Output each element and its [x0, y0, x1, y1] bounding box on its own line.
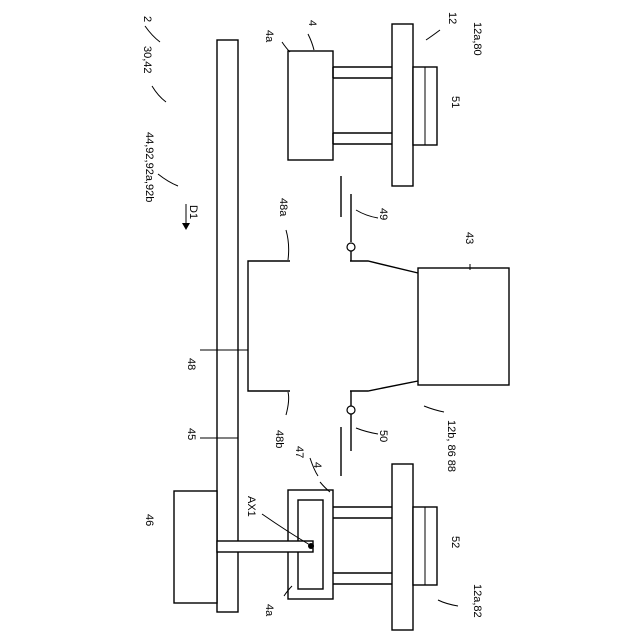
label-48a: 48a	[277, 198, 289, 217]
label-48: 48	[185, 358, 197, 370]
label-12: 12	[446, 12, 458, 24]
label-47: 47	[293, 446, 305, 458]
chute-48	[248, 261, 290, 391]
label-12a-80: 12a,80	[471, 22, 483, 56]
label-49: 49	[377, 208, 389, 220]
label-4-bottom: 4	[311, 462, 323, 468]
label-51: 51	[449, 96, 461, 108]
top-block-4	[288, 51, 333, 160]
label-12a-82: 12a,82	[471, 584, 483, 618]
label-48b: 48b	[273, 430, 285, 448]
box-43	[418, 268, 509, 385]
block-46	[174, 491, 217, 603]
bottom-plate-12	[392, 464, 413, 630]
top-plate-12	[392, 24, 413, 186]
label-52: 52	[449, 536, 461, 548]
label-4a-top: 4a	[263, 30, 275, 43]
label-d1: D1	[187, 205, 199, 219]
rail-45	[217, 40, 238, 612]
label-43: 43	[463, 232, 475, 244]
label-ax1: AX1	[245, 496, 257, 517]
label-4a-bottom: 4a	[263, 604, 275, 617]
label-2: 2	[141, 16, 153, 22]
sensor-49	[347, 243, 355, 251]
label-30-42: 30,42	[141, 46, 153, 74]
label-12b-86-88: 12b, 86 88	[445, 420, 457, 472]
label-46: 46	[143, 514, 155, 526]
label-44-92: 44,92,92a,92b	[143, 132, 155, 202]
label-45: 45	[185, 428, 197, 440]
shaft-ax1	[217, 541, 313, 552]
label-4-top: 4	[306, 20, 318, 26]
label-50: 50	[377, 430, 389, 442]
sensor-50	[347, 406, 355, 414]
